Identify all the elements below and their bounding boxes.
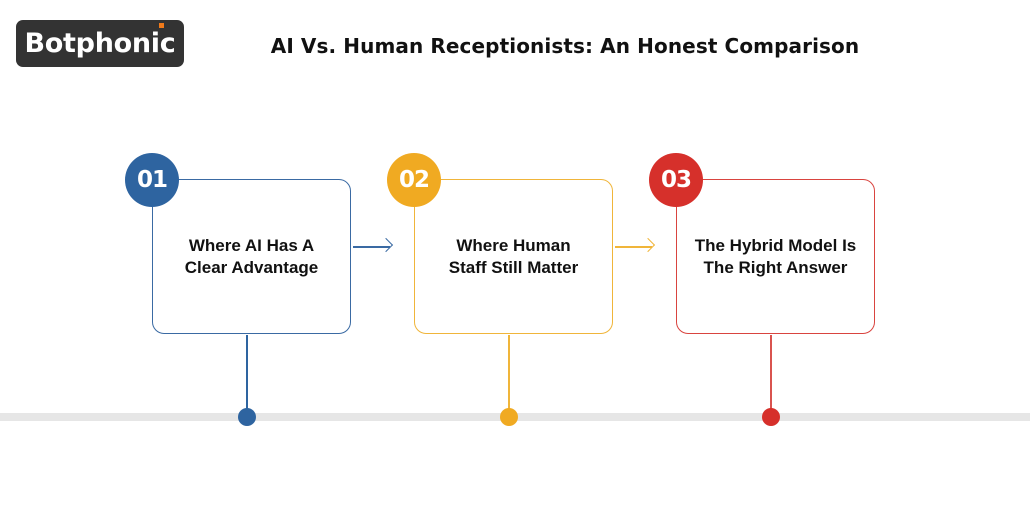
step-3-label-line-1: The Hybrid Model Is bbox=[694, 235, 857, 255]
step-3-label: The Hybrid Model Is The Right Answer bbox=[695, 235, 857, 279]
step-2-label: Where Human Staff Still Matter bbox=[449, 235, 578, 279]
step-2-timeline-dot bbox=[500, 408, 518, 426]
page-title: AI Vs. Human Receptionists: An Honest Co… bbox=[270, 34, 860, 58]
step-3-timeline-dot bbox=[762, 408, 780, 426]
step-1-stem bbox=[246, 335, 248, 415]
step-1-timeline-dot bbox=[238, 408, 256, 426]
arrow-head bbox=[378, 237, 394, 253]
step-1-card: Where AI Has A Clear Advantage bbox=[152, 179, 351, 334]
step-3-label-line-2: The Right Answer bbox=[703, 257, 848, 277]
brand-logo: Botphonic bbox=[16, 20, 184, 67]
step-2-label-line-1: Where Human bbox=[456, 235, 571, 255]
step-2-card: Where Human Staff Still Matter bbox=[414, 179, 613, 334]
step-3-card: The Hybrid Model Is The Right Answer bbox=[676, 179, 875, 334]
arrow-right-icon bbox=[353, 237, 394, 253]
step-1-label: Where AI Has A Clear Advantage bbox=[185, 235, 319, 279]
step-2-label-line-2: Staff Still Matter bbox=[448, 257, 579, 277]
step-3-number-badge: 03 bbox=[649, 153, 703, 207]
step-1-label-line-2: Clear Advantage bbox=[184, 257, 319, 277]
step-3-stem bbox=[770, 335, 772, 415]
arrow-head bbox=[640, 237, 656, 253]
step-2-stem bbox=[508, 335, 510, 415]
step-2-number-badge: 02 bbox=[387, 153, 441, 207]
logo-accent-dot bbox=[159, 23, 164, 28]
arrow-right-icon bbox=[615, 237, 656, 253]
step-1-number-badge: 01 bbox=[125, 153, 179, 207]
brand-name: Botphonic bbox=[24, 28, 176, 59]
step-1-label-line-1: Where AI Has A bbox=[188, 235, 315, 255]
